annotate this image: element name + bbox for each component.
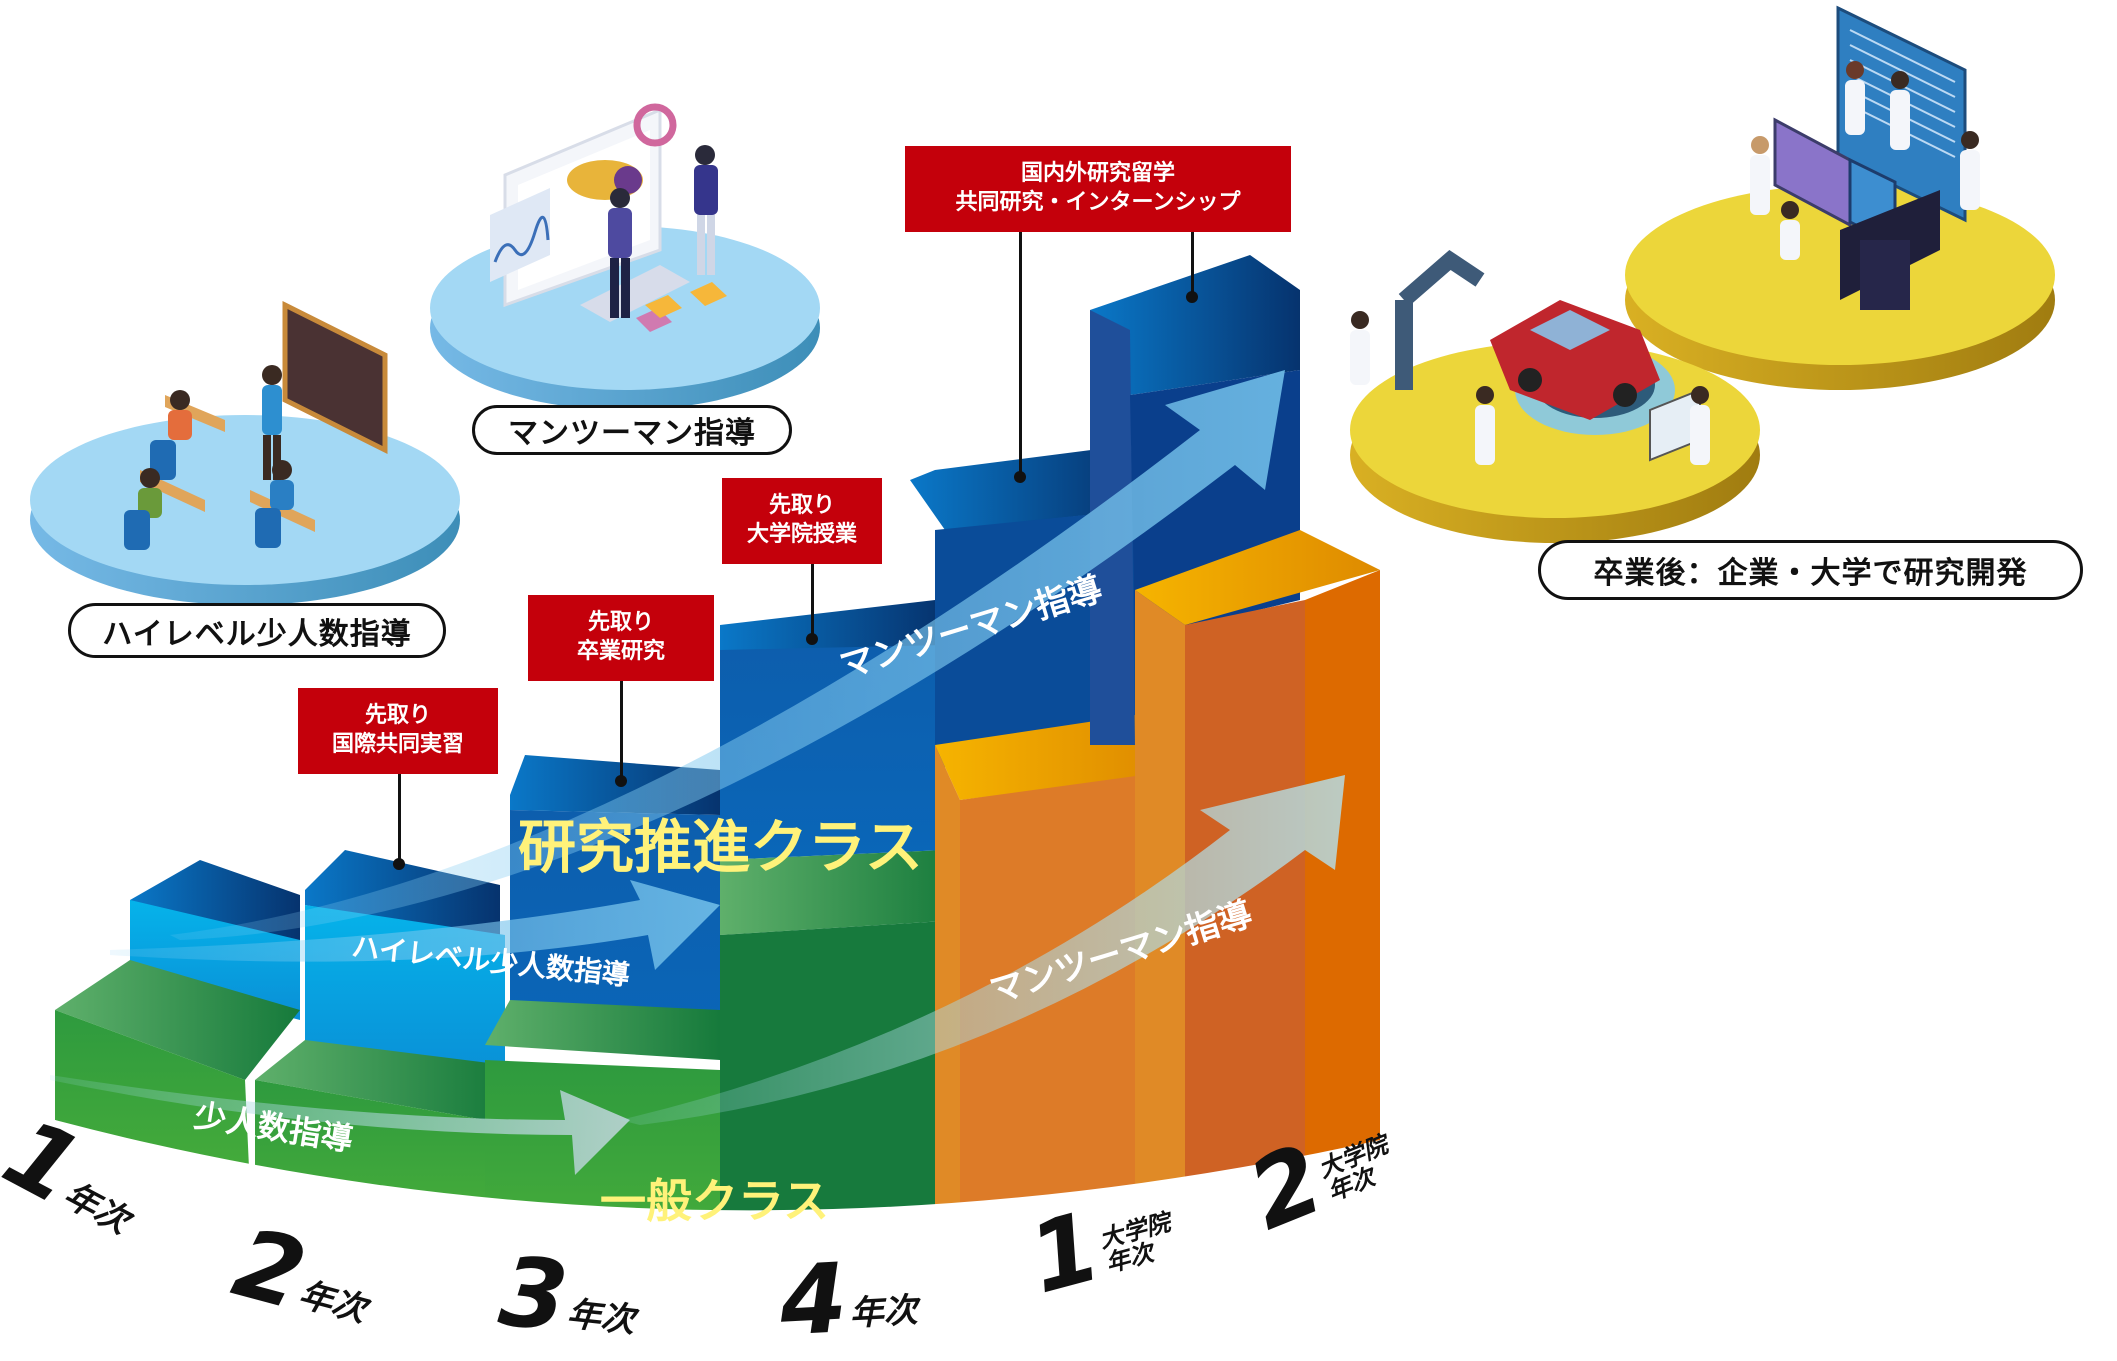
classroom-label: ハイレベル少人数指導 bbox=[68, 603, 446, 658]
year-number: 4 bbox=[777, 1242, 850, 1358]
arrow-general-upper bbox=[620, 775, 1345, 1125]
callout-stem bbox=[1191, 232, 1194, 297]
callout-stem bbox=[398, 774, 401, 864]
year-label-3: 3 年次 bbox=[494, 1235, 641, 1354]
classroom-illustration bbox=[30, 300, 460, 605]
one-to-one-label-text: マンツーマン指導 bbox=[508, 416, 756, 451]
callout-international-practice: 先取り 国際共同実習 bbox=[298, 688, 498, 774]
callout-line1: 先取り bbox=[587, 610, 654, 636]
callout-stem bbox=[811, 564, 814, 639]
year-suffix: 年次 bbox=[565, 1294, 637, 1342]
year-suffix: 年次 bbox=[848, 1290, 919, 1335]
after-graduation-label-text: 卒業後：企業・大学で研究開発 bbox=[1593, 556, 2028, 591]
arrow-research-lower bbox=[110, 880, 720, 970]
one-to-one-illustration bbox=[430, 103, 820, 410]
callout-dot bbox=[1014, 471, 1026, 483]
year-suffix-stack: 大学院 年次 bbox=[1096, 1208, 1180, 1278]
callout-graduation-research: 先取り 卒業研究 bbox=[528, 595, 714, 681]
callout-line2: 大学院授業 bbox=[746, 522, 857, 547]
callout-graduate-courses: 先取り 大学院授業 bbox=[722, 478, 882, 564]
after-graduation-label: 卒業後：企業・大学で研究開発 bbox=[1538, 540, 2083, 600]
callout-line2: 卒業研究 bbox=[576, 639, 665, 664]
callout-line1: 先取り bbox=[768, 493, 835, 519]
callout-dot bbox=[393, 858, 405, 870]
research-class-label: 研究推進クラス bbox=[518, 813, 923, 881]
general-class-label: 一般クラス bbox=[600, 1174, 830, 1228]
column-grad-1 bbox=[910, 445, 1180, 1230]
year-label-4: 4 年次 bbox=[777, 1242, 919, 1358]
research-lab-illustration bbox=[1350, 5, 2055, 543]
classroom-label-text: ハイレベル少人数指導 bbox=[102, 616, 412, 652]
callout-line2: 国際共同実習 bbox=[331, 732, 464, 757]
callout-research-abroad: 国内外研究留学 共同研究・インターンシップ bbox=[905, 146, 1291, 232]
callout-line2: 共同研究・インターンシップ bbox=[955, 190, 1241, 215]
callout-stem bbox=[1019, 232, 1022, 477]
year-number: 3 bbox=[494, 1235, 573, 1354]
callout-dot bbox=[1186, 291, 1198, 303]
one-to-one-label: マンツーマン指導 bbox=[472, 405, 792, 455]
callout-line1: 先取り bbox=[364, 703, 431, 729]
year-suffix: 年次 bbox=[294, 1274, 371, 1331]
arrow-general-lower bbox=[50, 1075, 630, 1175]
callout-dot bbox=[615, 775, 627, 787]
callout-stem bbox=[620, 681, 623, 781]
callout-dot bbox=[806, 633, 818, 645]
callout-line1: 国内外研究留学 bbox=[1020, 161, 1175, 187]
